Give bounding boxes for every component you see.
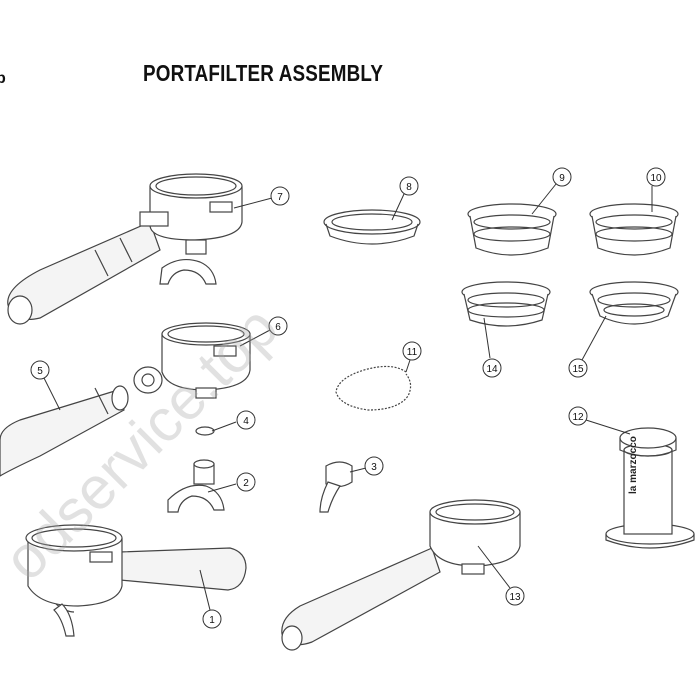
retaining-spring-drawing	[335, 365, 412, 411]
portafilter-top-drawing	[7, 173, 243, 325]
callout-13: 13	[505, 586, 525, 606]
callout-12-label: 12	[572, 412, 584, 423]
callout-12: 12	[568, 406, 588, 426]
callouts: 7 6 5 4 2 3 1 13 8 9 10 11 12 14 15	[30, 167, 666, 629]
spring-clip-drawing	[195, 426, 215, 436]
double-spout-drawing	[167, 459, 225, 513]
callout-2: 2	[236, 472, 256, 492]
callout-5: 5	[30, 360, 50, 380]
portafilter-bottom-left-drawing	[25, 524, 247, 637]
callout-5-label: 5	[37, 366, 43, 377]
callout-3-label: 3	[371, 462, 377, 473]
callout-7-label: 7	[277, 192, 283, 203]
callout-3: 3	[364, 456, 384, 476]
handle-drawing	[0, 385, 129, 477]
callout-15: 15	[568, 358, 588, 378]
callout-14-label: 14	[486, 364, 498, 375]
callout-10-label: 10	[650, 173, 662, 184]
basket-15-drawing	[589, 281, 679, 325]
edge-mark: b	[0, 70, 6, 87]
callout-2-label: 2	[243, 478, 249, 489]
leader-lines	[43, 183, 653, 611]
basket-10-drawing	[589, 203, 679, 256]
callout-1: 1	[202, 609, 222, 629]
basket-9-drawing	[467, 203, 557, 256]
portafilter-bottom-right-drawing	[281, 499, 521, 651]
callout-4: 4	[236, 410, 256, 430]
gasket-ring-drawing	[323, 209, 421, 245]
portafilter-body-drawing	[133, 322, 251, 399]
page-title: PORTAFILTER ASSEMBLY	[143, 60, 384, 86]
callout-9-label: 9	[559, 173, 565, 184]
callout-4-label: 4	[243, 416, 249, 427]
callout-6: 6	[268, 316, 288, 336]
tamper-drawing: la marzocco	[605, 427, 695, 549]
basket-14-drawing	[461, 281, 551, 327]
callout-11: 11	[402, 341, 422, 361]
callout-6-label: 6	[275, 322, 281, 333]
callout-1-label: 1	[209, 615, 215, 626]
tamper-logo: la marzocco	[628, 436, 639, 494]
single-spout-drawing	[319, 461, 353, 513]
callout-10: 10	[646, 167, 666, 187]
callout-14: 14	[482, 358, 502, 378]
callout-9: 9	[552, 167, 572, 187]
callout-8: 8	[399, 176, 419, 196]
callout-15-label: 15	[572, 364, 584, 375]
callout-11-label: 11	[407, 347, 418, 358]
callout-13-label: 13	[509, 592, 521, 603]
callout-7: 7	[270, 186, 290, 206]
callout-8-label: 8	[406, 182, 412, 193]
